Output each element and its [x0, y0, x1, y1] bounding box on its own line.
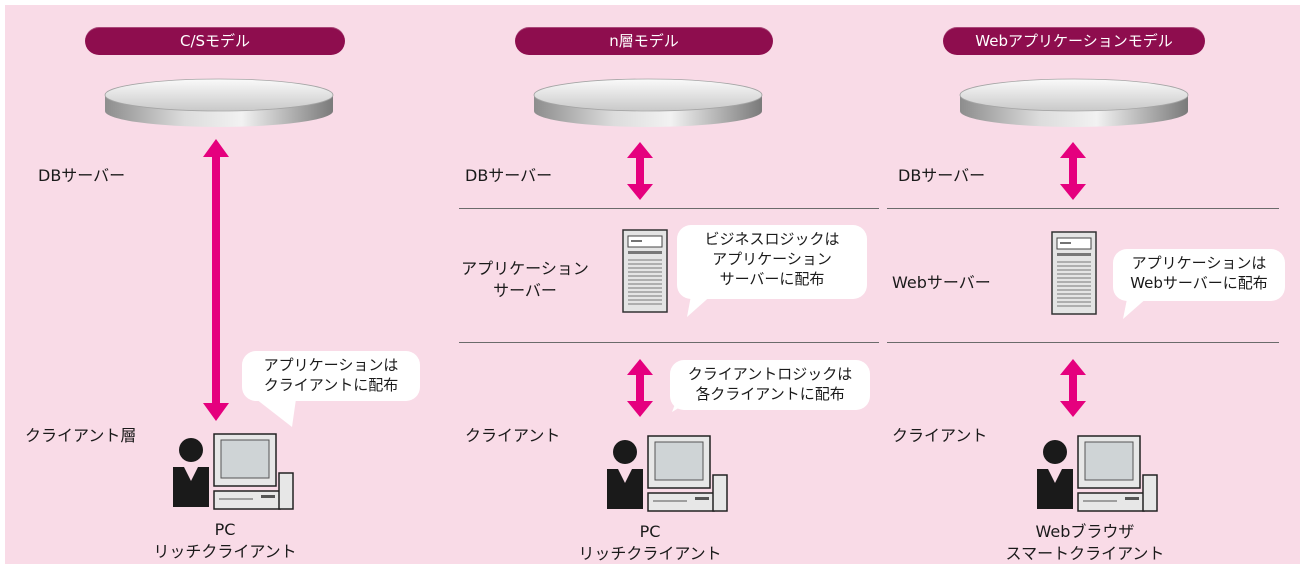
client-caption-line2: リッチクライアント [578, 544, 722, 563]
database-disk-icon [533, 78, 763, 127]
client-label: クライアント [892, 426, 988, 445]
double-arrow-icon [627, 142, 653, 200]
bubble-line: クライアントに配布 [263, 376, 399, 394]
tier-separator [459, 208, 879, 209]
app-server-label-line2: サーバー [493, 281, 557, 300]
user-person-icon [1037, 440, 1073, 509]
database-disk-icon [104, 78, 334, 127]
tier-separator [459, 342, 879, 343]
web-server-label: Webサーバー [892, 273, 991, 292]
web-server-bubble: アプリケーションは Webサーバーに配布 [1113, 249, 1285, 319]
bubble-line: ビジネスロジックは [704, 230, 840, 248]
app-server-label: アプリケーション サーバー [445, 258, 605, 302]
desktop-pc-icon [647, 435, 728, 512]
user-person-icon [607, 440, 643, 509]
double-arrow-icon [1060, 359, 1086, 417]
client-caption-line1: PC [214, 520, 236, 539]
bubble-tail [256, 399, 296, 427]
client-caption-line2: スマートクライアント [1005, 544, 1165, 563]
bubble-tail [687, 285, 723, 317]
double-arrow-icon [1060, 142, 1086, 200]
tier-separator [887, 208, 1279, 209]
desktop-pc-icon [1077, 435, 1158, 512]
client-caption-line1: Webブラウザ [1035, 522, 1135, 541]
business-logic-bubble: ビジネスロジックは アプリケーション サーバーに配布 [677, 225, 867, 317]
tier-separator [887, 342, 1279, 343]
server-tower-icon [622, 229, 668, 313]
column-title-cs: C/Sモデル [85, 27, 345, 55]
column-title-web: Webアプリケーションモデル [943, 27, 1205, 55]
client-caption: Webブラウザ スマートクライアント [990, 521, 1180, 564]
client-label: クライアント [465, 426, 561, 445]
bubble-line: アプリケーション [712, 250, 832, 268]
client-caption-line2: リッチクライアント [153, 542, 297, 561]
bubble-line: Webサーバーに配布 [1130, 274, 1268, 292]
client-caption: PC リッチクライアント [145, 519, 305, 563]
bubble-line: サーバーに配布 [719, 270, 825, 288]
server-tower-icon [1051, 231, 1097, 315]
double-arrow-icon [627, 359, 653, 417]
column-title-ntier: n層モデル [515, 27, 773, 55]
client-layer-label: クライアント層 [25, 426, 137, 445]
bubble-line: 各クライアントに配布 [695, 385, 845, 403]
db-server-label: DBサーバー [898, 166, 986, 185]
bubble-line: アプリケーションは [263, 356, 399, 374]
bubble-line: アプリケーションは [1131, 254, 1267, 272]
user-person-icon [173, 438, 209, 507]
app-server-label-line1: アプリケーション [461, 259, 589, 278]
bubble-tail [672, 386, 702, 412]
double-arrow-icon [203, 139, 229, 421]
cs-client-bubble: アプリケーションは クライアントに配布 [242, 351, 420, 427]
bubble-tail [1123, 289, 1157, 319]
db-server-label: DBサーバー [38, 166, 126, 185]
db-server-label: DBサーバー [465, 166, 553, 185]
client-caption-line1: PC [639, 522, 661, 541]
database-disk-icon [959, 78, 1189, 127]
bubble-line: クライアントロジックは [687, 365, 853, 383]
client-logic-bubble: クライアントロジックは 各クライアントに配布 [670, 360, 870, 412]
client-caption: PC リッチクライアント [570, 521, 730, 564]
diagram-canvas: C/Sモデル DBサーバー アプリケーションは クライアントに配布 クライアント… [5, 5, 1300, 564]
desktop-pc-icon [213, 433, 294, 510]
